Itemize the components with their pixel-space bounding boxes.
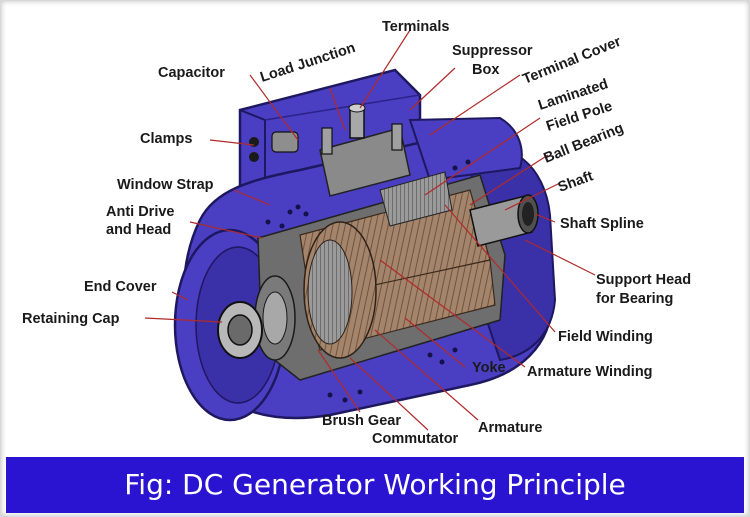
label-anti-drive-1: Anti Drive	[106, 204, 175, 220]
casing-holes	[265, 159, 471, 403]
label-support-head-1: Support Head	[596, 272, 691, 288]
label-shaft: Shaft	[556, 168, 596, 195]
label-shaft-spline: Shaft Spline	[560, 216, 644, 232]
label-yoke: Yoke	[472, 360, 506, 376]
caption-bar: Fig: DC Generator Working Principle	[6, 457, 744, 513]
label-load-junction: Load Junction	[258, 40, 357, 86]
label-end-cover: End Cover	[84, 279, 157, 295]
label-brush-gear: Brush Gear	[322, 413, 401, 429]
label-suppressor-box-2: Box	[472, 62, 499, 78]
label-field-winding: Field Winding	[558, 329, 653, 345]
label-suppressor-box-1: Suppressor	[452, 43, 533, 59]
label-terminal-cover: Terminal Cover	[521, 34, 624, 88]
label-anti-drive-2: and Head	[106, 222, 171, 238]
label-terminals: Terminals	[382, 19, 449, 35]
label-commutator: Commutator	[372, 431, 459, 447]
label-support-head-2: for Bearing	[596, 291, 673, 307]
label-capacitor: Capacitor	[158, 65, 225, 81]
leader-lines	[144, 29, 596, 431]
laminated-field-pole	[379, 171, 453, 227]
label-armature-winding: Armature Winding	[527, 364, 653, 380]
dc-generator-diagram: Terminals Load Junction Suppressor Box C…	[22, 19, 691, 447]
label-clamps: Clamps	[140, 131, 192, 147]
label-window-strap: Window Strap	[117, 177, 214, 193]
label-retaining-cap: Retaining Cap	[22, 311, 120, 327]
label-armature: Armature	[478, 420, 542, 436]
figure-caption: Fig: DC Generator Working Principle	[124, 468, 626, 501]
capacitor	[271, 131, 299, 153]
